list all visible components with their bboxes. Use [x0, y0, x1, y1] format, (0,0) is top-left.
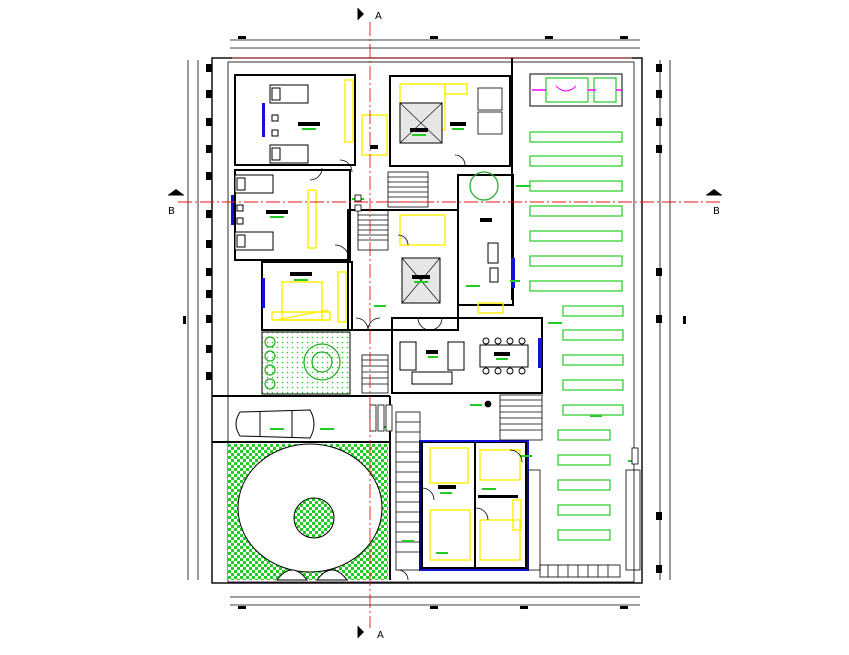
section-label-right-b: B: [713, 206, 720, 217]
glazing: [231, 103, 542, 368]
section-marker-left-b: [168, 189, 184, 196]
misc-objects: [354, 87, 639, 465]
section-marker-top-a: [357, 8, 364, 20]
section-lines: [178, 22, 720, 628]
parking-bays: [529, 131, 624, 541]
stairs: [357, 171, 641, 578]
section-label-left-b: B: [168, 206, 175, 217]
dimension-ticks: [183, 36, 686, 609]
door-swings: [309, 154, 523, 581]
car: [235, 409, 315, 439]
beds: [234, 84, 309, 251]
section-label-top-a: A: [375, 11, 382, 22]
shafts: [399, 102, 443, 304]
courtyard-shrubs: [264, 171, 499, 390]
plot-boundary: [211, 57, 643, 584]
entry-arches: [275, 569, 349, 581]
shaft-diagonals: [399, 102, 443, 304]
room-tags-black: [266, 122, 518, 498]
central-planter: [293, 497, 335, 539]
top-right-accent: [529, 73, 623, 107]
section-marker-bottom-a: [357, 626, 364, 638]
courtyard-garden: [261, 331, 351, 395]
section-marker-right-b: [706, 189, 722, 196]
section-label-bottom-a: A: [377, 630, 384, 641]
